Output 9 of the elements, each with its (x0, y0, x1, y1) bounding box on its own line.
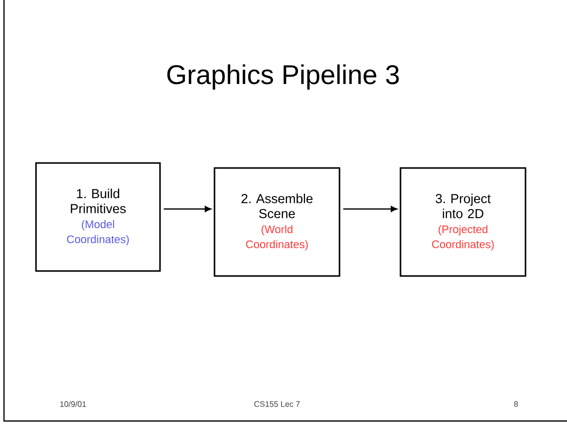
process-box: 2. Assemble Scene (World Coordinates) (214, 167, 340, 277)
arrow (164, 206, 212, 212)
footer-text: CS155 Lec 7 (254, 401, 300, 407)
process-box: 1. Build Primitives (Model Coordinates) (35, 162, 161, 272)
footer-text: 8 (514, 401, 518, 407)
footer-text: 10/9/01 (60, 401, 86, 407)
process-box: 3. Project into 2D (Projected Coordinates) (400, 167, 526, 277)
slide-title: Graphics Pipeline 3 (167, 64, 399, 90)
arrow (343, 206, 398, 212)
